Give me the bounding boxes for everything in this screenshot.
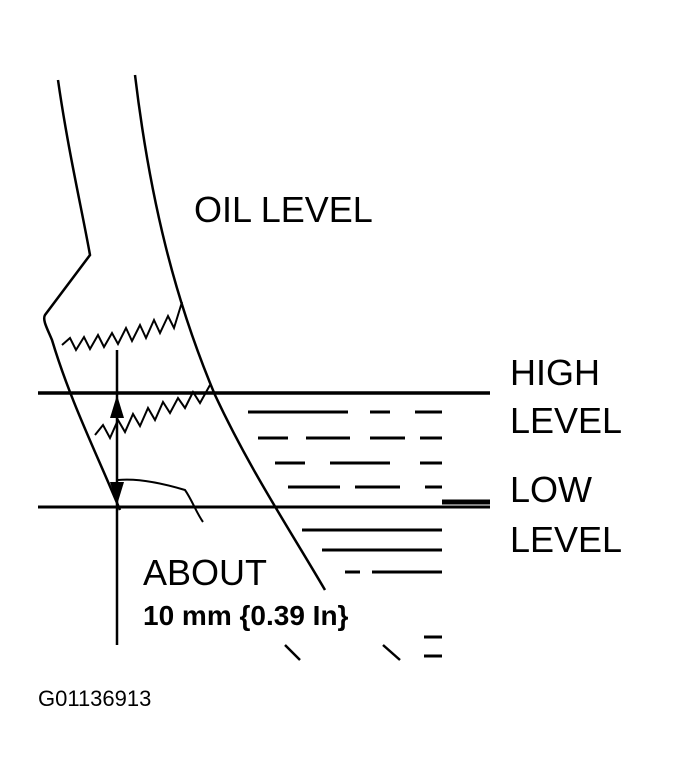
upper-break-zigzag bbox=[61, 301, 183, 353]
low-level-label-line1: LOW bbox=[510, 469, 592, 510]
high-level-label-line1: HIGH bbox=[510, 352, 600, 393]
figure-code: G01136913 bbox=[38, 686, 151, 711]
dipstick-right-edge bbox=[133, 74, 327, 591]
tick-mark-2 bbox=[382, 644, 401, 661]
dipstick-left-edge bbox=[43, 79, 122, 511]
measurement-label: 10 mm {0.39 In} bbox=[143, 600, 349, 631]
oil-level-title: OIL LEVEL bbox=[194, 189, 373, 230]
lower-break-zigzag bbox=[94, 384, 211, 441]
oil-dashes bbox=[248, 410, 442, 658]
arrow-down-icon bbox=[110, 482, 124, 505]
arrow-up-icon bbox=[110, 395, 124, 418]
low-level-label-line2: LEVEL bbox=[510, 519, 622, 560]
low-detail-curve bbox=[117, 478, 204, 523]
tick-mark-1 bbox=[284, 644, 301, 661]
high-level-label-line2: LEVEL bbox=[510, 400, 622, 441]
about-label: ABOUT bbox=[143, 552, 267, 593]
